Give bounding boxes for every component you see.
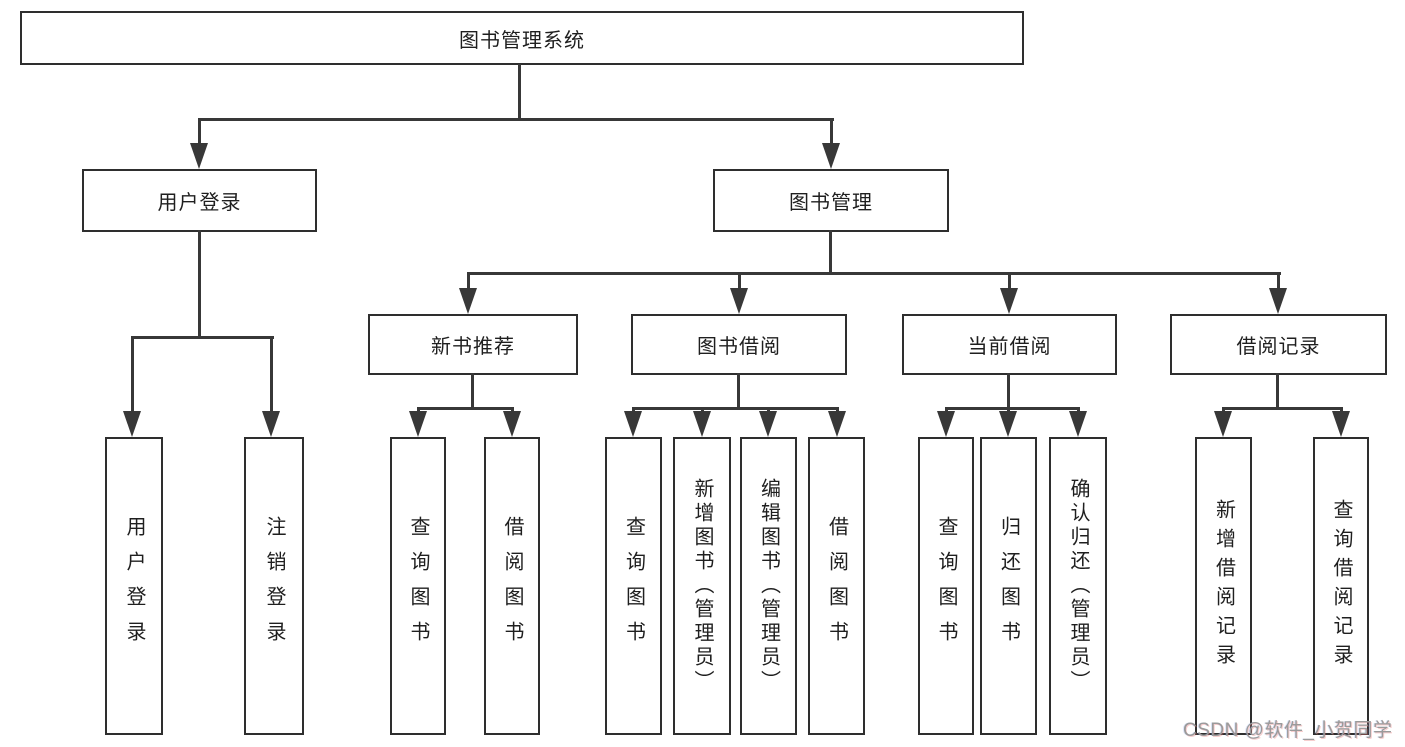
connector-book-management-trunk <box>829 230 832 274</box>
node-book-management-label: 图书管理 <box>789 192 873 214</box>
connector-book-borrowing-trunk <box>737 373 740 409</box>
node-borrowing-records: 借阅记录 <box>1170 314 1387 375</box>
leaf-borrow-books-1-label: 借阅图书 <box>501 516 523 656</box>
leaf-user-login-label: 用户登录 <box>123 516 145 656</box>
node-new-book-recommend: 新书推荐 <box>368 314 578 375</box>
connector-root-trunk <box>518 64 521 120</box>
connector-user-login-bus <box>131 336 274 339</box>
connector-drop-leaf-logout <box>270 336 273 413</box>
arrow-down-icon <box>1332 411 1350 437</box>
node-new-book-recommend-label: 新书推荐 <box>431 336 515 358</box>
leaf-add-books-admin: 新增图书（管理员） <box>673 437 731 735</box>
arrow-down-icon <box>459 288 477 314</box>
leaf-search-books-2-label: 查询图书 <box>622 516 645 656</box>
arrow-down-icon <box>937 411 955 437</box>
leaf-add-books-admin-label: 新增图书（管理员） <box>691 478 713 694</box>
node-borrowing-records-label: 借阅记录 <box>1236 336 1321 358</box>
arrow-down-icon <box>624 411 642 437</box>
leaf-return-books: 归还图书 <box>980 437 1037 735</box>
leaf-edit-books-admin-label: 编辑图书（管理员） <box>757 478 780 694</box>
leaf-add-borrow-record: 新增借阅记录 <box>1195 437 1252 735</box>
connector-drop-borrowing-records <box>1277 272 1280 292</box>
connector-book-borrowing-bus <box>632 407 838 410</box>
arrow-down-icon <box>822 143 840 169</box>
connector-current-borrowing-bus <box>945 407 1080 410</box>
leaf-user-login: 用户登录 <box>105 437 163 735</box>
node-current-borrowing: 当前借阅 <box>902 314 1117 375</box>
connector-borrowing-records-trunk <box>1276 373 1279 409</box>
csdn-watermark: CSDN @软件_小贺同学 <box>1183 720 1393 741</box>
connector-user-login-trunk <box>198 230 201 338</box>
arrow-down-icon <box>123 411 141 437</box>
node-book-borrowing: 图书借阅 <box>631 314 847 375</box>
leaf-confirm-return-admin-label: 确认归还（管理员） <box>1067 478 1089 694</box>
arrow-down-icon <box>1269 288 1287 314</box>
leaf-search-books-3: 查询图书 <box>918 437 974 735</box>
node-root: 图书管理系统 <box>20 11 1024 65</box>
leaf-logout: 注销登录 <box>244 437 304 735</box>
leaf-add-borrow-record-label: 新增借阅记录 <box>1212 499 1235 673</box>
connector-new-book-bus <box>417 407 514 410</box>
connector-borrowing-records-bus <box>1222 407 1343 410</box>
arrow-down-icon <box>693 411 711 437</box>
connector-drop-user-login <box>198 118 201 146</box>
arrow-down-icon <box>503 411 521 437</box>
node-book-management: 图书管理 <box>713 169 949 232</box>
connector-current-borrowing-trunk <box>1007 373 1010 409</box>
arrow-down-icon <box>1214 411 1232 437</box>
leaf-borrow-books-2-label: 借阅图书 <box>825 516 848 656</box>
arrow-down-icon <box>999 411 1017 437</box>
leaf-confirm-return-admin: 确认归还（管理员） <box>1049 437 1107 735</box>
leaf-search-books-1: 查询图书 <box>390 437 446 735</box>
leaf-search-books-2: 查询图书 <box>605 437 662 735</box>
node-root-label: 图书管理系统 <box>459 29 585 52</box>
arrow-down-icon <box>730 288 748 314</box>
node-user-login-label: 用户登录 <box>157 192 242 214</box>
arrow-down-icon <box>190 143 208 169</box>
leaf-return-books-label: 归还图书 <box>997 516 1020 656</box>
arrow-down-icon <box>409 411 427 437</box>
leaf-search-books-1-label: 查询图书 <box>407 516 429 656</box>
leaf-search-books-3-label: 查询图书 <box>935 516 957 656</box>
node-current-borrowing-label: 当前借阅 <box>967 336 1052 358</box>
connector-level2-bus <box>198 118 834 121</box>
leaf-edit-books-admin: 编辑图书（管理员） <box>740 437 797 735</box>
arrow-down-icon <box>1000 288 1018 314</box>
connector-drop-leaf-user-login <box>131 336 134 413</box>
connector-level3-bus <box>467 272 1281 275</box>
arrow-down-icon <box>262 411 280 437</box>
node-user-login: 用户登录 <box>82 169 317 232</box>
arrow-down-icon <box>1069 411 1087 437</box>
connector-drop-new-book <box>467 272 470 292</box>
node-book-borrowing-label: 图书借阅 <box>697 336 781 358</box>
arrow-down-icon <box>759 411 777 437</box>
leaf-borrow-books-2: 借阅图书 <box>808 437 865 735</box>
connector-drop-book-management <box>830 118 833 146</box>
leaf-logout-label: 注销登录 <box>263 516 285 656</box>
connector-drop-book-borrowing <box>738 272 741 292</box>
arrow-down-icon <box>828 411 846 437</box>
leaf-search-borrow-record-label: 查询借阅记录 <box>1330 499 1352 673</box>
connector-new-book-trunk <box>471 373 474 409</box>
leaf-search-borrow-record: 查询借阅记录 <box>1313 437 1369 735</box>
connector-drop-current-borrowing <box>1008 272 1011 292</box>
leaf-borrow-books-1: 借阅图书 <box>484 437 540 735</box>
